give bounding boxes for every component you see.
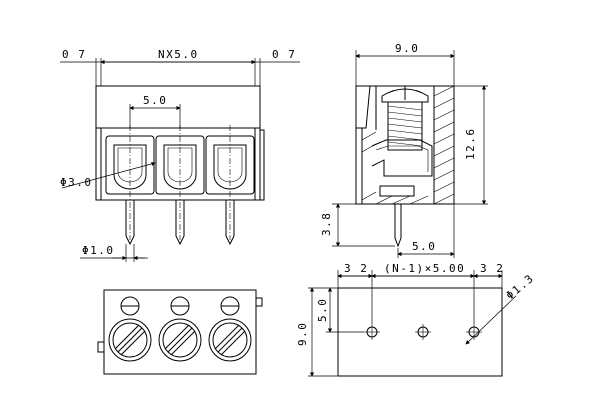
dim-pin-dia: Φ1.0 [82, 244, 115, 257]
dim-bottom-row-offset: 5.0 [316, 298, 329, 322]
top-screw-1 [108, 318, 152, 362]
dim-front-left-gap: 0 7 [62, 48, 86, 61]
top-screw-3 [208, 318, 252, 362]
dim-bottom-right-margin: 3 2 [480, 262, 504, 275]
dim-side-pin-offset: 5.0 [412, 240, 436, 253]
dim-bottom-pitch-total: (N-1)×5.00 [384, 262, 465, 275]
bottom-hole-1 [364, 324, 380, 340]
dim-side-pin-length: 3.8 [320, 212, 333, 236]
dim-bottom-left-margin: 3 2 [344, 262, 368, 275]
dim-front-pitch: 5.0 [143, 94, 167, 107]
front-pin-3 [225, 200, 235, 246]
bottom-view: 3 2 (N-1)×5.00 3 2 Φ1.3 9.0 5.0 [296, 262, 537, 377]
dim-bottom-hole-dia: Φ1.3 [504, 271, 537, 302]
front-pin-1 [125, 200, 135, 246]
dim-front-right-gap: 0 7 [272, 48, 296, 61]
dim-bottom-width: 9.0 [296, 322, 309, 346]
top-screw-2 [158, 318, 202, 362]
dim-side-width: 9.0 [395, 42, 419, 55]
side-view: 9.0 12.6 3.8 5.0 [320, 42, 488, 258]
bottom-hole-3 [466, 324, 482, 340]
dim-side-height: 12.6 [464, 128, 477, 161]
front-pin-2 [175, 200, 185, 246]
front-view: 0 7 NX5.0 0 7 5.0 Φ3.0 Φ1.0 [60, 48, 300, 262]
dim-screw-hole-dia: Φ3.0 [60, 176, 93, 189]
dim-front-pitch-total: NX5.0 [158, 48, 199, 61]
bottom-hole-2 [415, 324, 431, 340]
top-view [97, 289, 263, 375]
